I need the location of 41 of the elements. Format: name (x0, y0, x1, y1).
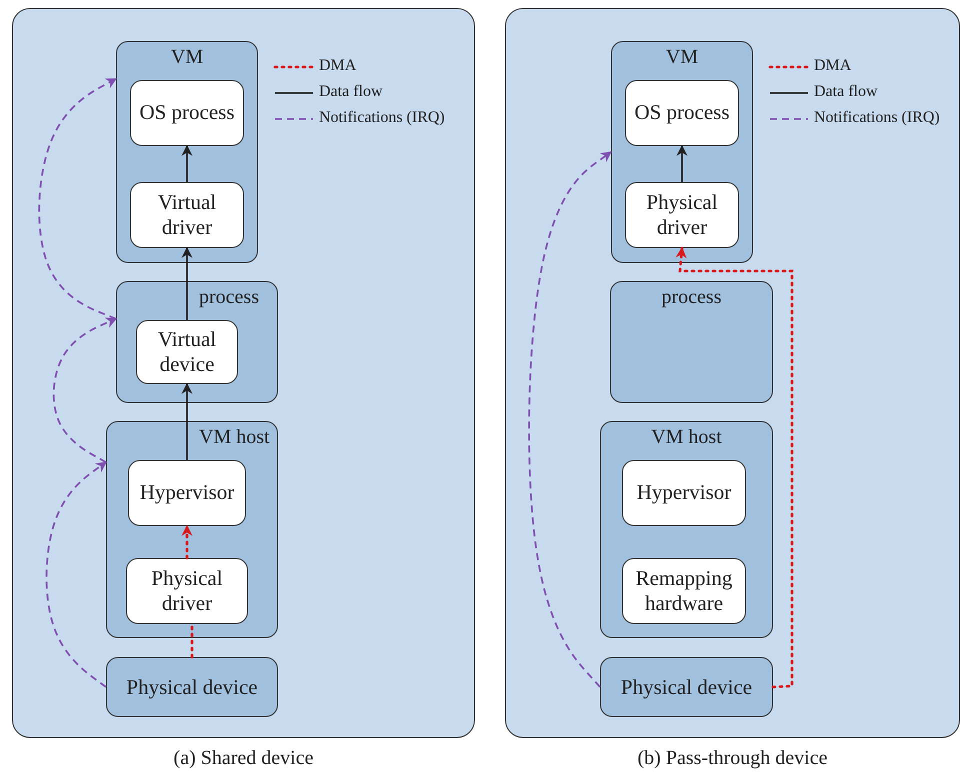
legend-label: Data flow (319, 83, 383, 101)
container-box (116, 281, 278, 403)
arrow (676, 144, 688, 182)
component-box: Physical driver (126, 558, 248, 624)
arrow (182, 382, 192, 460)
arrow (46, 462, 107, 688)
arrow (182, 524, 192, 560)
legend-label: Notifications (IRQ) (319, 109, 445, 127)
box-heading: VM host (650, 426, 723, 449)
box-heading: process (660, 286, 722, 309)
component-box: Hypervisor (128, 460, 246, 526)
container-box (600, 421, 773, 638)
component-box: Physical device (600, 657, 773, 717)
component-box: Hypervisor (622, 460, 746, 526)
legend-label: Notifications (IRQ) (814, 109, 940, 127)
legend-label: DMA (814, 57, 852, 75)
component-box: Physical device (106, 657, 278, 717)
legend-label: Data flow (814, 83, 878, 101)
box-heading: VM host (199, 426, 270, 449)
arrow (52, 318, 117, 464)
component-box: Virtual driver (130, 182, 244, 248)
box-heading: VM (664, 46, 700, 69)
arrow (38, 78, 117, 320)
container-box (106, 421, 278, 638)
component-box: Physical driver (625, 182, 739, 248)
container-box (116, 41, 258, 263)
component-box: OS process (130, 80, 244, 146)
container-box (611, 41, 753, 263)
panel-caption: (b) Pass-through device (636, 747, 828, 770)
component-box: OS process (625, 80, 739, 146)
box-heading: process (199, 286, 259, 309)
component-box: Virtual device (136, 320, 238, 384)
arrow (676, 246, 794, 688)
panel-caption: (a) Shared device (172, 747, 314, 770)
legend-label: DMA (319, 57, 356, 75)
arrow (182, 246, 192, 320)
container-box (610, 281, 773, 403)
arrow (528, 151, 612, 688)
component-box: Remapping hardware (622, 558, 746, 624)
box-heading: VM (170, 46, 204, 69)
arrow (182, 144, 192, 182)
